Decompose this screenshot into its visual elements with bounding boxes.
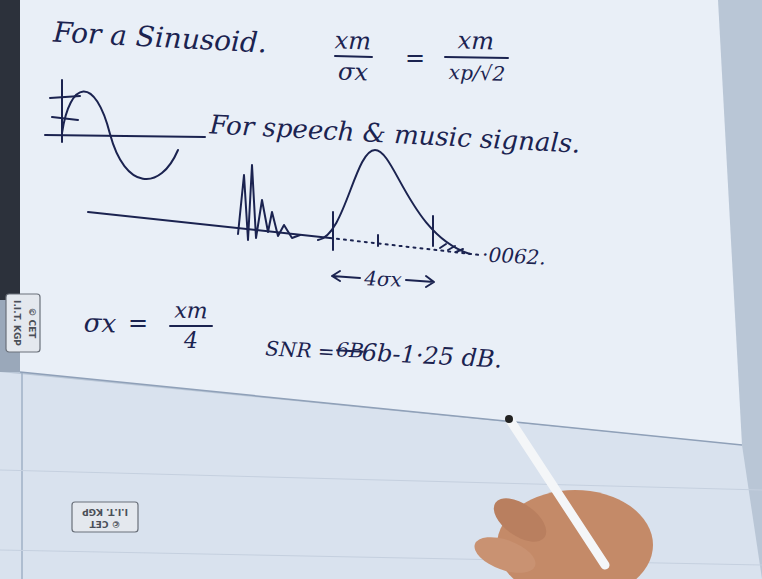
sine-wave — [62, 91, 178, 179]
range-arrow — [332, 271, 360, 281]
watermark: © CET — [89, 519, 120, 528]
equation-term: SNR = — [265, 338, 335, 362]
dark-edge — [0, 0, 20, 300]
pen — [510, 420, 605, 565]
fraction-bar — [170, 325, 212, 327]
equals-sign: = — [405, 46, 425, 70]
equation-term: 6b-1·25 dB. — [361, 340, 503, 371]
numerator: xm — [334, 28, 371, 53]
speech-axis-dotted — [330, 238, 480, 255]
watermark: © CET — [27, 307, 36, 338]
equals-sign: = — [128, 311, 148, 335]
equation-term: σx — [83, 309, 116, 336]
pen-tip — [505, 415, 513, 423]
tail-hatch — [440, 244, 463, 252]
range-arrow — [406, 276, 434, 287]
speech-axis — [88, 212, 330, 238]
range-label: 4σx — [364, 268, 402, 289]
watermark-box — [6, 294, 40, 352]
margin-line — [21, 372, 23, 579]
sine-axis — [45, 135, 205, 137]
paper-edge — [20, 372, 742, 445]
numerator: xm — [174, 299, 208, 322]
fraction-bar — [445, 57, 508, 58]
probability-value: ·0062. — [482, 244, 547, 267]
watermark-box — [72, 502, 138, 532]
numerator: xm — [457, 28, 494, 53]
hand-finger — [470, 530, 540, 579]
struck-term: 6B — [336, 339, 364, 360]
hand — [470, 415, 653, 579]
watermark: I.I.T. KGP — [12, 300, 21, 346]
denominator: xp/√2 — [449, 62, 506, 84]
ruled-line — [0, 470, 762, 490]
gaussian-ticks — [333, 212, 433, 250]
watermark: I.I.T. KGP — [82, 507, 128, 516]
fraction-bar — [335, 56, 372, 57]
denominator: 4 — [184, 330, 198, 352]
denominator: σx — [338, 59, 369, 84]
paper-sheet — [20, 0, 742, 445]
gaussian-curve — [318, 150, 470, 254]
speech-waveform — [238, 165, 300, 240]
